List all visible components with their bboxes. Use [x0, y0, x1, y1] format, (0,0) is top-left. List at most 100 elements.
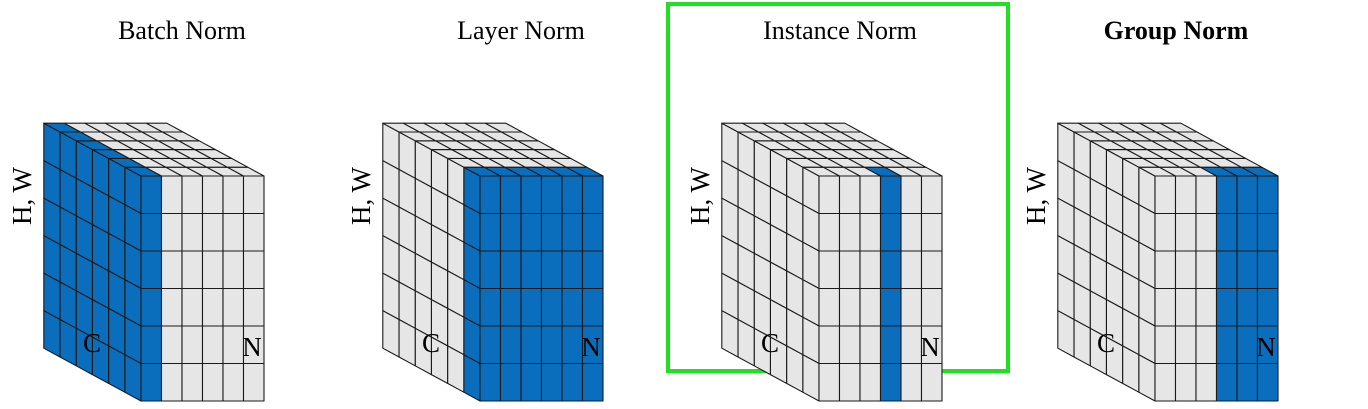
- cube-cell: [581, 250, 604, 290]
- cube-cell: [721, 310, 739, 358]
- cube-cell: [1215, 175, 1238, 215]
- cube-cell: [181, 287, 204, 327]
- cube-cell: [520, 325, 543, 365]
- cube-cell: [140, 175, 163, 215]
- cube-cell: [1195, 325, 1218, 365]
- cube-cell: [838, 362, 861, 402]
- cube-cell: [1236, 212, 1259, 252]
- cube-cell: [879, 175, 902, 215]
- cube-title: Group Norm: [1104, 16, 1249, 45]
- cube-cell: [201, 362, 224, 402]
- cube-cell: [520, 287, 543, 327]
- cube-cell: [479, 175, 502, 215]
- cube-cell: [222, 212, 245, 252]
- cube-cell: [1236, 287, 1259, 327]
- cube-cell: [838, 175, 861, 215]
- cube-cell: [160, 175, 183, 215]
- cube-cell: [1256, 175, 1279, 215]
- cube-cell: [540, 287, 563, 327]
- cube-cell: [561, 325, 584, 365]
- cube-cells: [721, 122, 943, 402]
- cube-cell: [540, 175, 563, 215]
- n-axis-label: N: [242, 332, 262, 362]
- cube-cell: [160, 212, 183, 252]
- cube-cell: [920, 287, 943, 327]
- cube-cell: [1195, 250, 1218, 290]
- cube-cell: [1195, 362, 1218, 402]
- cube-cell: [1215, 325, 1238, 365]
- cube-cell: [920, 250, 943, 290]
- cube-cell: [484, 122, 523, 133]
- cube-cell: [900, 325, 923, 365]
- cube-cell: [823, 122, 862, 133]
- cube-title: Layer Norm: [457, 16, 585, 45]
- cube-cell: [108, 345, 126, 393]
- cube-cell: [1174, 212, 1197, 252]
- cube-cell: [140, 212, 163, 252]
- cube-cell: [879, 212, 902, 252]
- cube-cell: [242, 250, 265, 290]
- cube-cell: [920, 362, 943, 402]
- hw-axis-label: H, W: [1021, 166, 1051, 225]
- cube-cell: [59, 318, 77, 367]
- cube-cell: [818, 287, 841, 327]
- c-axis-label: C: [422, 328, 440, 358]
- cube-cell: [581, 287, 604, 327]
- cube-cell: [879, 250, 902, 290]
- cube-cell: [920, 175, 943, 215]
- cube-cell: [160, 250, 183, 290]
- cube-cell: [160, 287, 183, 327]
- cube-cell: [859, 250, 882, 290]
- cube-cell: [818, 325, 841, 365]
- cube-cell: [838, 212, 861, 252]
- cube-cell: [1236, 362, 1259, 402]
- cube-cell: [900, 250, 923, 290]
- cube-cell: [900, 362, 923, 402]
- n-axis-label: N: [1256, 332, 1276, 362]
- cube-cell: [540, 212, 563, 252]
- cube-cell: [1174, 250, 1197, 290]
- cube-cell: [398, 318, 416, 367]
- cube-cell: [818, 250, 841, 290]
- cube-cell: [838, 325, 861, 365]
- cube-cell: [479, 325, 502, 365]
- cube-cell: [1236, 175, 1259, 215]
- cube-cell: [447, 345, 465, 393]
- cube-cell: [140, 325, 163, 365]
- cube-title: Instance Norm: [763, 16, 917, 45]
- cube-cell: [1195, 175, 1218, 215]
- cube-cell: [540, 250, 563, 290]
- layer-norm-cube: Layer Norm C N H, W: [346, 16, 604, 402]
- cube-cell: [201, 212, 224, 252]
- c-axis-label: C: [761, 328, 779, 358]
- cube-cell: [1154, 362, 1177, 402]
- cube-cell: [859, 325, 882, 365]
- cube-cell: [140, 250, 163, 290]
- cube-cell: [818, 175, 841, 215]
- cube-cell: [499, 362, 522, 402]
- cube-cells: [43, 122, 265, 402]
- cube-cell: [1154, 250, 1177, 290]
- cube-cell: [222, 362, 245, 402]
- cube-cell: [1122, 345, 1140, 393]
- cube-cell: [140, 362, 163, 402]
- cube-cell: [561, 212, 584, 252]
- cube-cell: [520, 175, 543, 215]
- cube-cell: [802, 354, 820, 402]
- cube-cell: [1195, 212, 1218, 252]
- cube-cell: [499, 212, 522, 252]
- cube-cell: [900, 175, 923, 215]
- cube-cell: [463, 354, 481, 402]
- cube-cell: [479, 287, 502, 327]
- cube-cell: [1215, 287, 1238, 327]
- cube-cell: [1073, 318, 1091, 367]
- cube-cell: [838, 287, 861, 327]
- cube-cell: [540, 325, 563, 365]
- cube-cell: [561, 287, 584, 327]
- cube-cell: [222, 250, 245, 290]
- cube-cell: [561, 175, 584, 215]
- cube-cell: [201, 287, 224, 327]
- cube-cell: [201, 175, 224, 215]
- cube-cell: [581, 212, 604, 252]
- cube-cell: [479, 250, 502, 290]
